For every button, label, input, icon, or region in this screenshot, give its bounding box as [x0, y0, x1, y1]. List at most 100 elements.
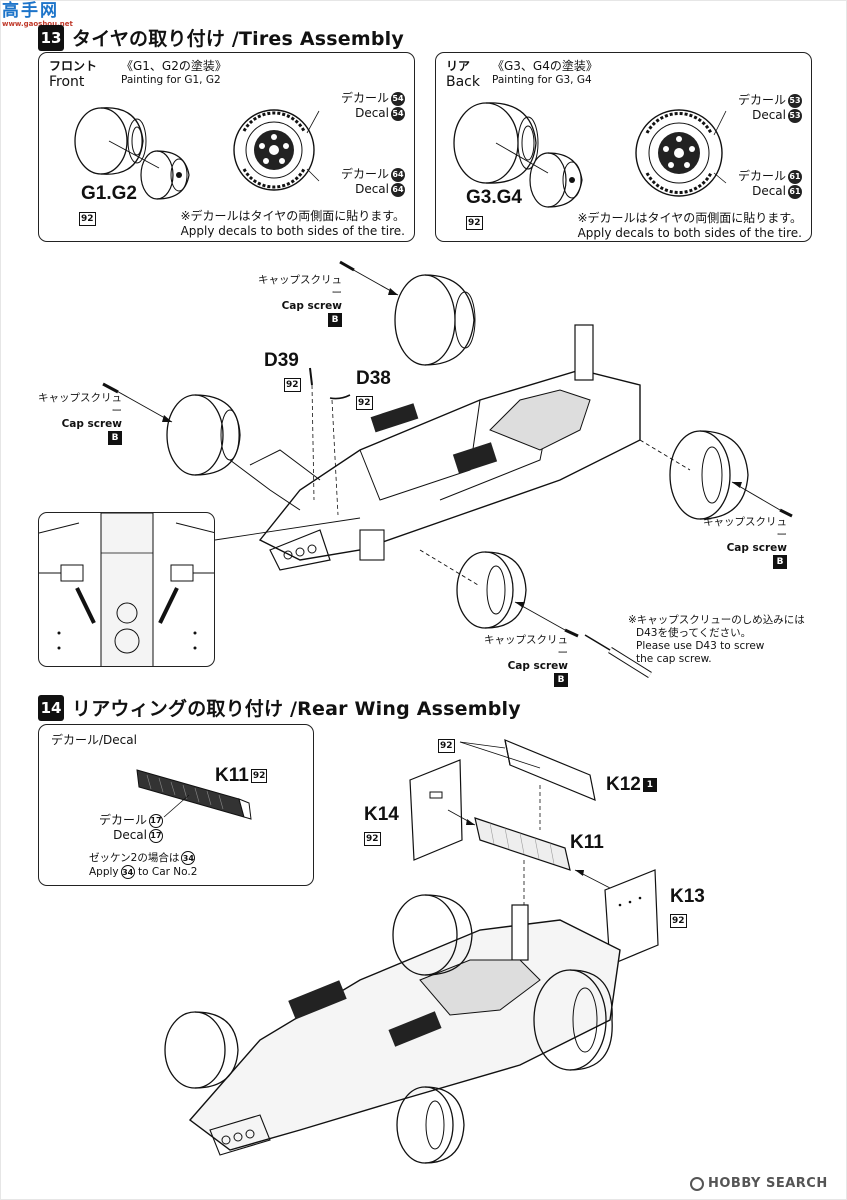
cap-screw-label-left: キャップスクリュー Cap screw B — [38, 392, 122, 445]
cap-screw-label-right: キャップスクリュー Cap screw B — [703, 516, 787, 569]
rear-wing-decal-heading: デカール/Decal — [51, 733, 137, 747]
part-d39-tag: 92 — [284, 378, 301, 392]
screw-note-jp1: ※キャップスクリューのしめ込みには — [628, 614, 805, 626]
k11-decal-num: 17 — [149, 813, 163, 828]
watermark-brand: 高手网 — [2, 1, 59, 21]
part-k14-tag: 92 — [364, 832, 381, 846]
part-k11: K11 — [570, 832, 604, 853]
car-no2-num-en: 34 — [120, 865, 135, 879]
car-no2-num: 34 — [181, 851, 196, 865]
rear-wing-assembly-illustration — [164, 739, 659, 1164]
front-decal-1-num: 54 — [391, 91, 405, 106]
cap-screw-label-bottom: キャップスクリュー Cap screw B — [484, 634, 568, 687]
part-d38-name: D38 — [356, 368, 391, 389]
cap-screw-left-tag: B — [108, 431, 122, 445]
step14-number: 14 — [38, 694, 64, 721]
back-tire-illustration — [453, 102, 727, 208]
front-suspension-inset — [38, 512, 215, 667]
k11-decal-jp: デカール — [98, 813, 147, 827]
back-paint-jp: 《G3、G4の塗装》 — [492, 59, 598, 73]
hobby-search-logo-icon — [690, 1176, 704, 1191]
car-no2-en-suffix: to Car No.2 — [138, 866, 198, 878]
front-tire-illustration — [74, 107, 320, 200]
car-no2-jp: ゼッケン2の場合は — [89, 852, 180, 864]
cap-screw-right-jp: キャップスクリュー — [703, 516, 787, 541]
back-decal-1-en: Decal — [752, 108, 786, 122]
step14-title: リアウィングの取り付け /Rear Wing Assembly — [72, 698, 521, 720]
front-part-name: G1.G2 — [81, 183, 137, 204]
watermark-bottom: HOBBY SEARCH — [690, 1176, 828, 1191]
k11-decal-part-name: K11 — [215, 765, 249, 786]
part-k13: K13 92 — [670, 886, 705, 928]
part-k14-name: K14 — [364, 804, 399, 825]
rear-wing-top-tag: 92 — [438, 733, 455, 753]
part-d38: D38 92 — [356, 368, 391, 410]
screw-note-en2: the cap screw. — [636, 653, 712, 665]
k11-decal-num-en: 17 — [149, 828, 163, 843]
back-decal-1-num-en: 53 — [788, 108, 802, 123]
part-k14: K14 92 — [364, 804, 399, 846]
k11-decal-en: Decal — [113, 828, 147, 842]
cap-screw-bottom-tag: B — [554, 673, 568, 687]
cap-screw-label-top: キャップスクリュー Cap screw B — [258, 274, 342, 327]
cap-screw-left-jp: キャップスクリュー — [38, 392, 122, 417]
tires-assembly-illustration — [102, 260, 793, 678]
part-k13-tag: 92 — [670, 914, 687, 928]
inset-drawing — [39, 513, 214, 666]
front-decal-2-jp: デカール — [340, 167, 389, 181]
front-decal-1-en: Decal — [355, 106, 389, 120]
part-d39: D39 92 — [264, 350, 301, 392]
step13-header: 13 タイヤの取り付け /Tires Assembly — [38, 24, 404, 51]
back-paint: 《G3、G4の塗装》 Painting for G3, G4 — [492, 59, 598, 87]
k11-decal-part: K11 92 — [215, 765, 268, 787]
back-note-jp: ※デカールはタイヤの両側面に貼ります。 — [577, 211, 803, 225]
front-note-jp: ※デカールはタイヤの両側面に貼ります。 — [180, 209, 406, 223]
back-decal-1-num: 53 — [788, 93, 802, 108]
watermark-top: 高手网 www.gaoshou.net — [2, 2, 74, 28]
rear-wing-top-tag-text: 92 — [438, 739, 455, 753]
front-decal-2-num: 64 — [391, 167, 405, 182]
front-paint: 《G1、G2の塗装》 Painting for G1, G2 — [121, 59, 227, 87]
part-k12-name: K12 — [606, 774, 641, 795]
back-decal-2-jp: デカール — [737, 169, 786, 183]
cap-screw-left-en: Cap screw — [61, 418, 122, 430]
screw-note-en1: Please use D43 to screw — [636, 640, 765, 652]
step13-title: タイヤの取り付け /Tires Assembly — [72, 28, 404, 50]
front-label-jp: フロント — [49, 59, 98, 73]
cap-screw-top-tag: B — [328, 313, 342, 327]
front-decal-2-en: Decal — [355, 182, 389, 196]
screw-tool-note: ※キャップスクリューのしめ込みには D43を使ってください。 Please us… — [628, 614, 818, 666]
cap-screw-bottom-en: Cap screw — [507, 660, 568, 672]
front-decal-2-num-en: 64 — [391, 182, 405, 197]
back-part-tag: 92 — [466, 210, 483, 230]
part-k13-name: K13 — [670, 886, 705, 907]
front-part-tag-text: 92 — [79, 212, 96, 226]
back-decal-2-num: 61 — [788, 169, 802, 184]
front-part-tag: 92 — [79, 206, 96, 226]
back-label-en: Back — [446, 74, 480, 90]
back-decal-2-en: Decal — [752, 184, 786, 198]
part-d39-name: D39 — [264, 350, 299, 371]
front-decal-1-jp: デカール — [340, 91, 389, 105]
cap-screw-right-en: Cap screw — [726, 542, 787, 554]
back-label-jp: リア — [446, 59, 471, 73]
back-tire-box: リア Back 《G3、G4の塗装》 Painting for G3, G4 デ… — [435, 52, 812, 242]
back-note-en: Apply decals to both sides of the tire. — [577, 226, 802, 240]
back-paint-en: Painting for G3, G4 — [492, 74, 592, 86]
front-paint-jp: 《G1、G2の塗装》 — [121, 59, 227, 73]
watermark-url: www.gaoshou.net — [2, 20, 73, 28]
front-paint-en: Painting for G1, G2 — [121, 74, 221, 86]
cap-screw-top-en: Cap screw — [281, 300, 342, 312]
cap-screw-right-tag: B — [773, 555, 787, 569]
cap-screw-bottom-jp: キャップスクリュー — [484, 634, 568, 659]
step13-number: 13 — [38, 24, 64, 51]
front-note: ※デカールはタイヤの両側面に貼ります。 Apply decals to both… — [99, 209, 406, 239]
car-no2-en-prefix: Apply — [89, 866, 119, 878]
front-label: フロント Front — [49, 59, 97, 90]
